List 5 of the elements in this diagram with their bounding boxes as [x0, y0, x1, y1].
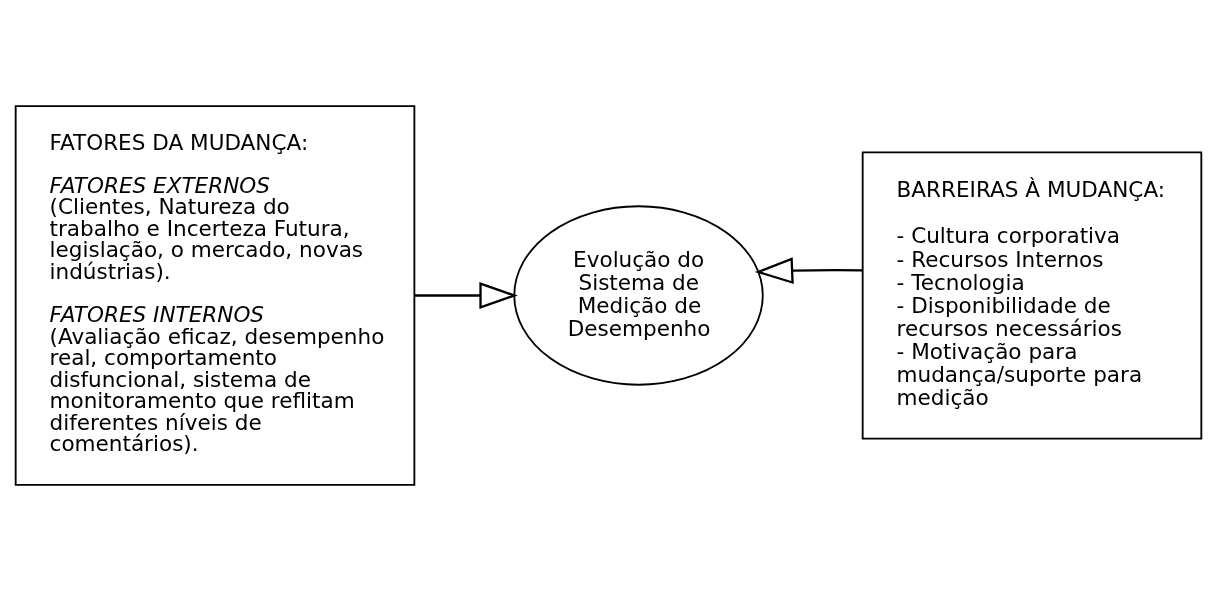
arrow	[754, 256, 863, 284]
node-box: FATORES DA MUDANÇA: FATORES EXTERNOS (Clientes, Natureza do trabalho e Incerteza Futura, legislação, o mercado, novas indústrias). FATORES INTERNOS (Avaliação eficaz, desempenho real, comportamento disfuncional, sistema de monitoramento que reflitam diferentes níveis de comentários).	[14, 104, 416, 486]
node-ellipse: Evolução do Sistema de Medição de Desempenho	[513, 204, 764, 386]
node-box: BARREIRAS À MUDANÇA: - Cultura corporativa - Recursos Internos - Tecnologia - Disponibilidade de recursos necessários - Motivação para mudança/suporte para medição	[861, 150, 1203, 440]
arrow	[414, 281, 518, 309]
